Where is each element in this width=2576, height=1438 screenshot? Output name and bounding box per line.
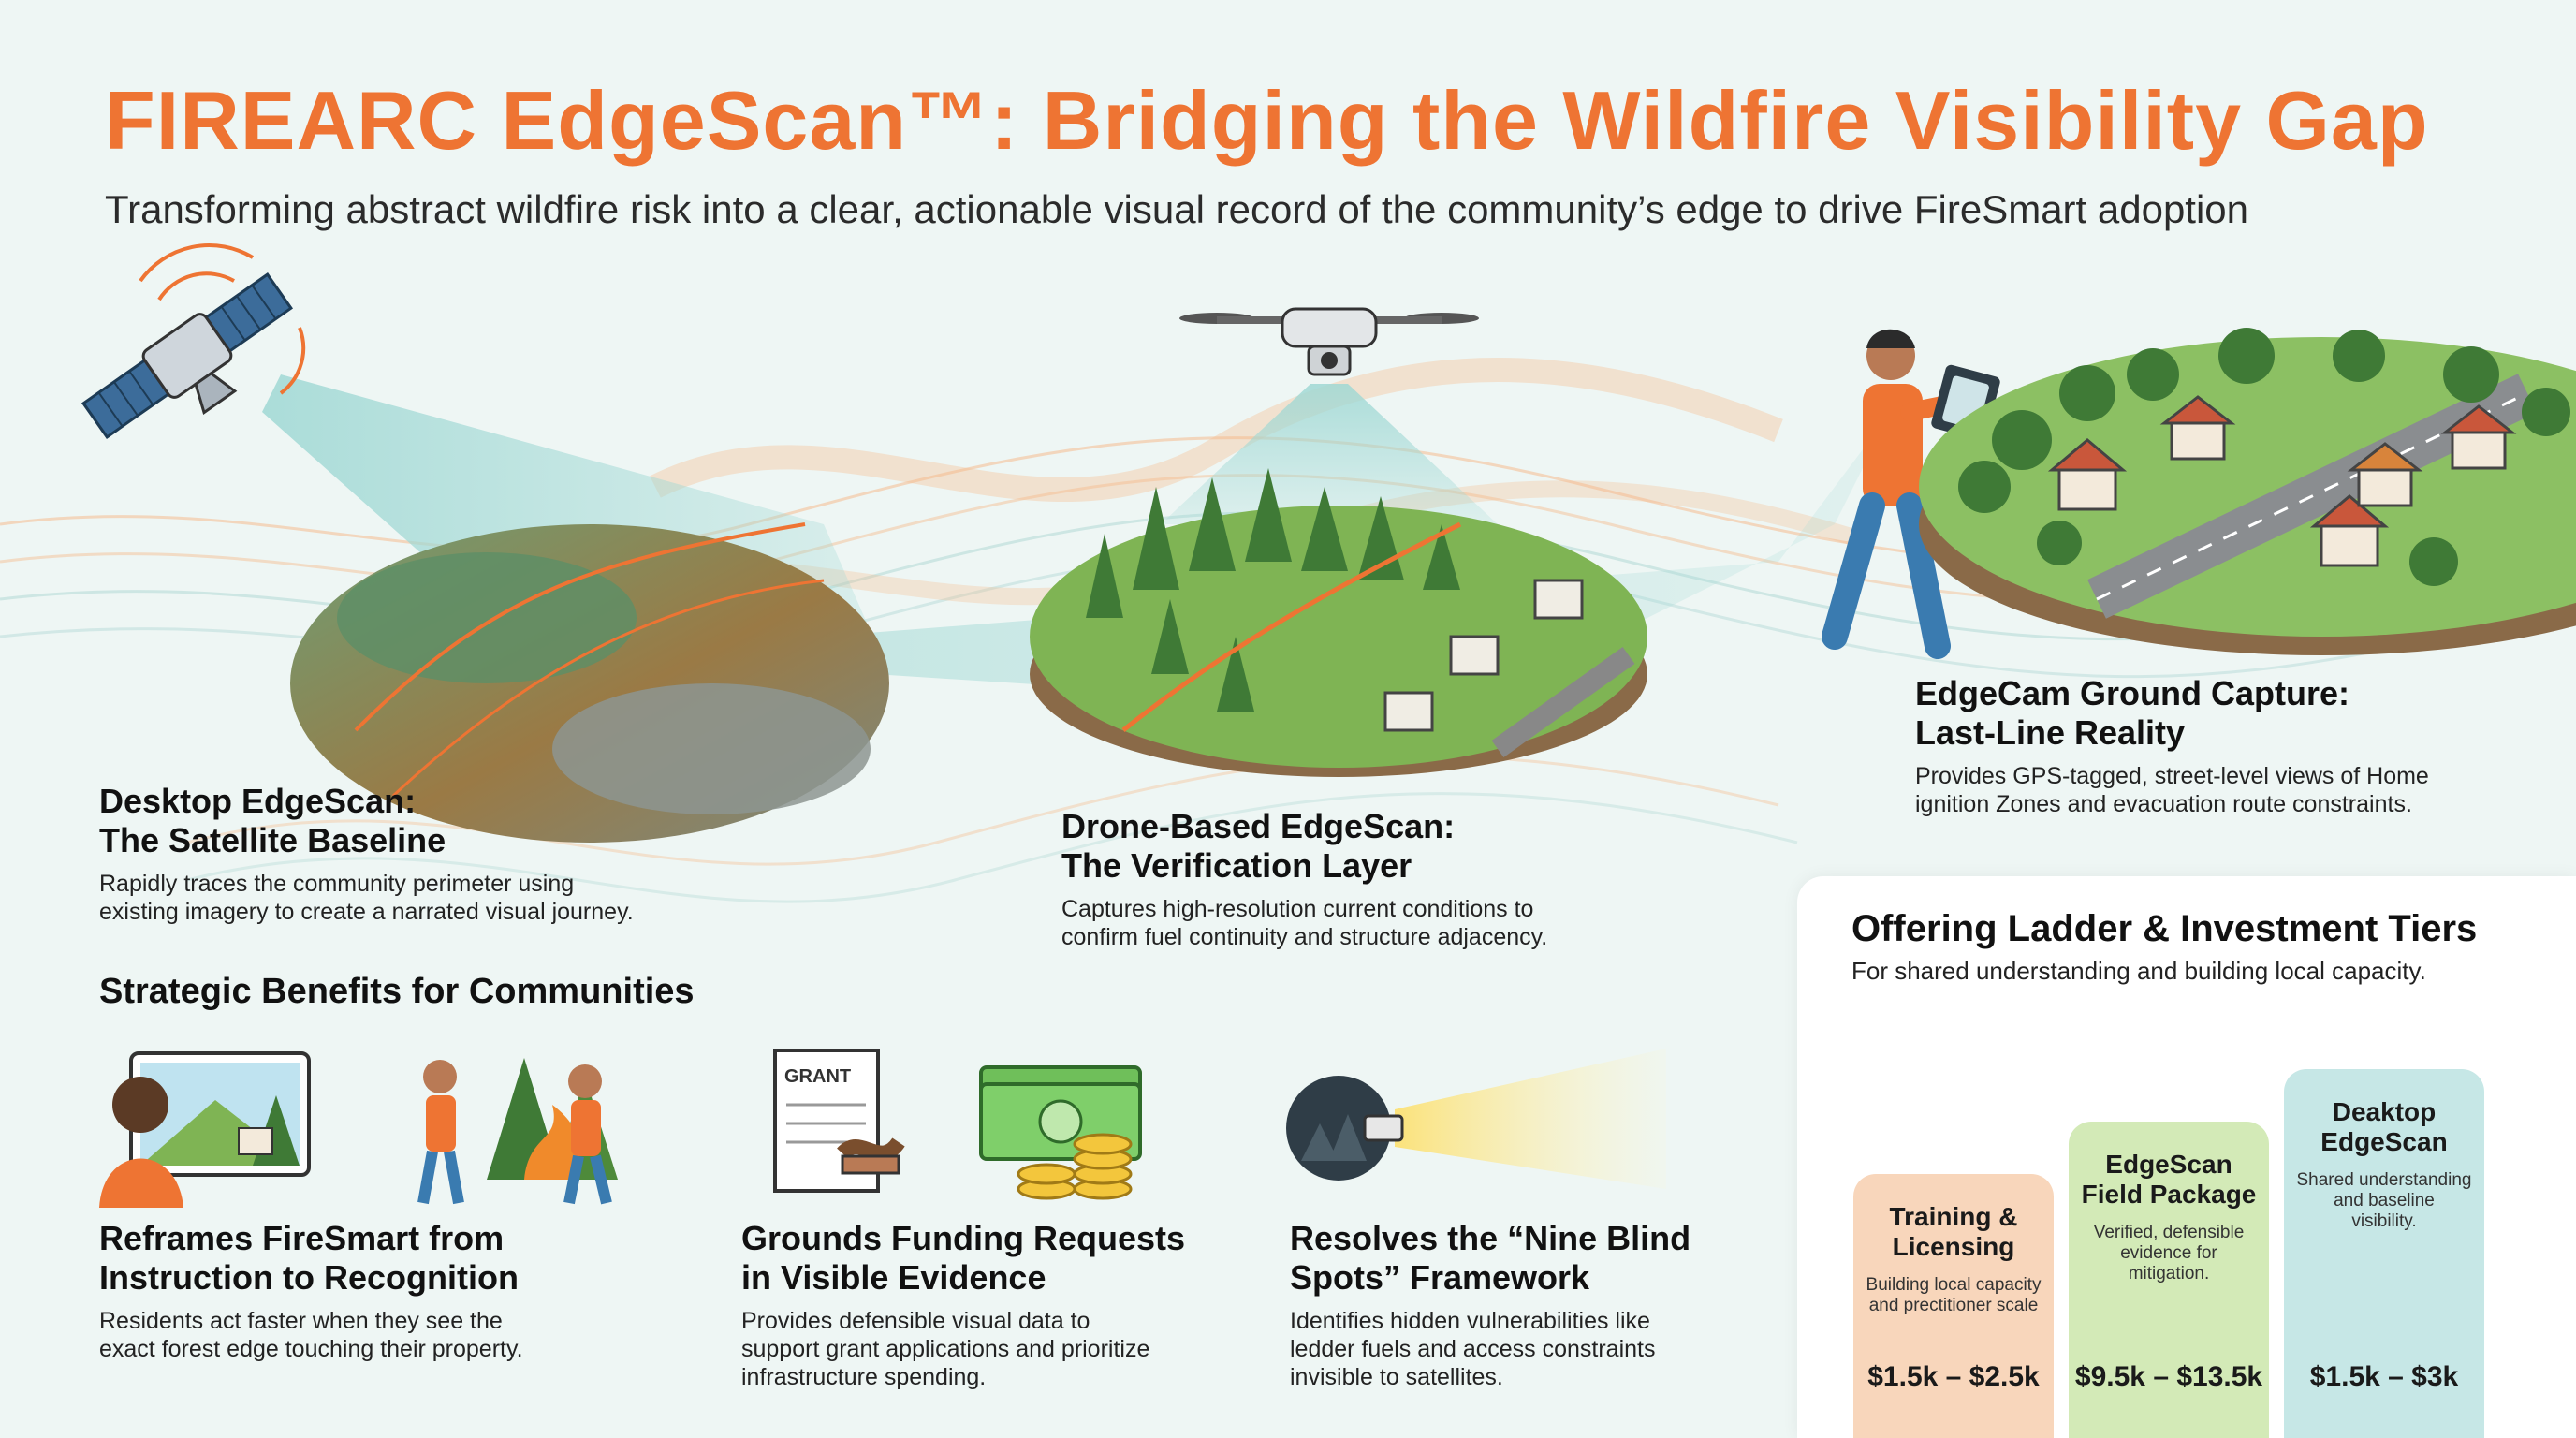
offering-panel: Offering Ladder & Investment Tiers For s… xyxy=(1797,876,2576,1438)
firefighters-icon xyxy=(417,1058,618,1205)
stage-drone-scan: Drone-Based EdgeScan: The Verification L… xyxy=(1061,807,1735,951)
benefit-desc-line2: exact forest edge touching their propert… xyxy=(99,1336,523,1362)
stage-desc-line1: Rapidly traces the community perimeter u… xyxy=(99,871,575,897)
benefit-desc-line3: infrastructure spending. xyxy=(741,1364,987,1390)
benefit-desc-line2: ledder fuels and access constraints xyxy=(1290,1336,1656,1362)
offering-title: Offering Ladder & Investment Tiers xyxy=(1852,908,2478,949)
stage-desc-line2: ignition Zones and evacuation route cons… xyxy=(1915,791,2412,817)
benefit-title-line2: Instruction to Recognition xyxy=(99,1258,519,1297)
tier-desc-line3: mitigation. xyxy=(2128,1264,2210,1284)
grant-document-icon: GRANT xyxy=(773,1049,905,1193)
offering-subtitle: For shared understanding and building lo… xyxy=(1852,957,2426,985)
tier-desc-line1: Building local capacity xyxy=(1866,1275,2042,1295)
stage-title-line1: Desktop EdgeScan: xyxy=(99,782,417,820)
benefit-title-line2: in Visible Evidence xyxy=(741,1258,1046,1297)
tier-desc-line3: visibility. xyxy=(2351,1211,2417,1231)
stage-title-line2: Last-Line Reality xyxy=(1915,713,2186,752)
benefit-title-line1: Grounds Funding Requests xyxy=(741,1219,1185,1257)
tier-price: $9.5k – $13.5k xyxy=(2074,1361,2263,1392)
stage-desc-line1: Captures high-resolution current conditi… xyxy=(1061,896,1534,922)
landscape-screen-icon xyxy=(99,1051,311,1208)
benefit-title-line2: Spots” Framework xyxy=(1290,1258,1590,1297)
tier-desc-line1: Verified, defensible xyxy=(2093,1223,2245,1242)
tier-desc-line2: and prectitioner scale xyxy=(1868,1296,2039,1315)
page-subtitle: Transforming abstract wildfire risk into… xyxy=(105,187,2249,231)
benefit-title-line1: Resolves the “Nine Blind xyxy=(1290,1219,1691,1257)
stage-title-line2: The Verification Layer xyxy=(1061,846,1412,885)
stage-desc-line2: confirm fuel continuity and structure ad… xyxy=(1061,924,1548,950)
benefit-title-line1: Reframes FireSmart from xyxy=(99,1219,505,1257)
stage-desc-line1: Provides GPS-tagged, street-level views … xyxy=(1915,763,2429,789)
flashlight-icon xyxy=(1286,1049,1666,1189)
stage-desc-line2: existing imagery to create a narrated vi… xyxy=(99,899,634,925)
tier-name-line1: EdgeScan xyxy=(2105,1150,2232,1179)
tier-desc-line2: evidence for xyxy=(2120,1243,2217,1263)
benefit-desc-line3: invisible to satellites. xyxy=(1290,1364,1503,1390)
tier-price: $1.5k – $2.5k xyxy=(1867,1361,2040,1392)
tier-field-package: EdgeScan Field Package Verified, defensi… xyxy=(2069,1122,2269,1438)
tier-name-line2: EdgeScan xyxy=(2320,1127,2448,1156)
tier-name-line1: Training & xyxy=(1889,1202,2018,1231)
tier-name-line1: Deaktop xyxy=(2332,1097,2437,1126)
benefit-desc-line1: Provides defensible visual data to xyxy=(741,1308,1090,1334)
benefit-item-recognition: Reframes FireSmart from Instruction to R… xyxy=(99,1219,698,1363)
tier-price: $1.5k – $3k xyxy=(2309,1361,2459,1392)
benefit-desc-line2: support grant applications and prioritiz… xyxy=(741,1336,1150,1362)
stage-title-line2: The Satellite Baseline xyxy=(99,821,446,859)
satellite-icon xyxy=(80,272,294,439)
stage-title-line1: Drone-Based EdgeScan: xyxy=(1061,807,1456,845)
money-stack-icon xyxy=(979,1065,1142,1200)
drone-beam xyxy=(1161,384,1498,524)
satellite-view-disc xyxy=(290,522,889,843)
benefit-item-blind-spots: Resolves the “Nine Blind Spots” Framewor… xyxy=(1290,1219,1814,1391)
benefit-item-funding: Grounds Funding Requests in Visible Evid… xyxy=(741,1219,1340,1391)
benefit-desc-line1: Residents act faster when they see the xyxy=(99,1308,503,1334)
tier-desc-line1: Shared understanding xyxy=(2296,1170,2472,1190)
tier-name-line2: Field Package xyxy=(2081,1180,2257,1209)
drone-icon xyxy=(1179,307,1479,376)
grant-label: GRANT xyxy=(784,1066,851,1087)
community-disc xyxy=(1919,328,2576,655)
benefits-title: Strategic Benefits for Communities xyxy=(99,972,695,1011)
stage-title-line1: EdgeCam Ground Capture: xyxy=(1915,674,2350,712)
benefit-desc-line1: Identifies hidden vulnerabilities like xyxy=(1290,1308,1650,1334)
stage-desktop-scan: Desktop EdgeScan: The Satellite Baseline… xyxy=(99,782,773,926)
tier-training: Training & Licensing Building local capa… xyxy=(1853,1174,2054,1438)
tier-name-line2: Licensing xyxy=(1892,1232,2015,1261)
signal-waves xyxy=(139,243,306,395)
page-title: FIREARC EdgeScan™: Bridging the Wildfire… xyxy=(105,74,2429,167)
stage-ground-capture: EdgeCam Ground Capture: Last-Line Realit… xyxy=(1915,674,2570,818)
tier-desc-line2: and baseline xyxy=(2334,1191,2435,1211)
tier-desktop-scan: Deaktop EdgeScan Shared understanding an… xyxy=(2284,1069,2484,1438)
drone-view-disc xyxy=(1030,468,1647,777)
